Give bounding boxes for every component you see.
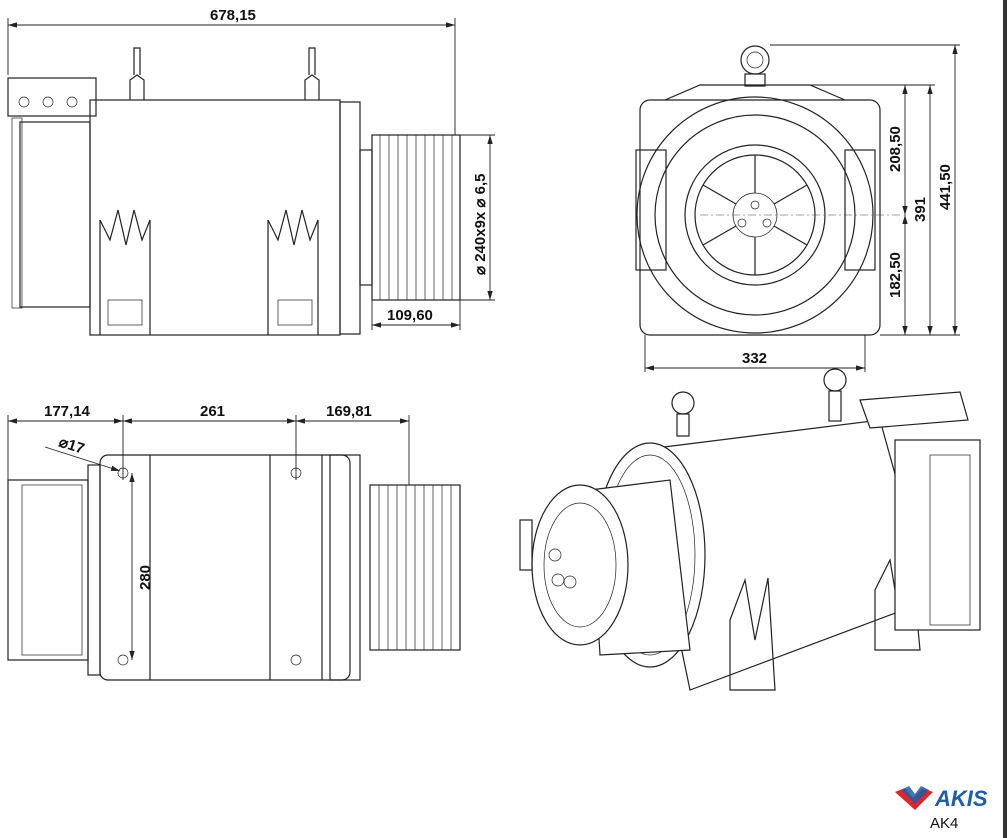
model-label: AK4	[930, 815, 959, 832]
dim-hole-span: 280	[137, 565, 154, 590]
dim-total-height: 391	[912, 197, 929, 222]
dim-hole-diameter: ⌀17	[57, 434, 87, 458]
window-edge	[1003, 0, 1007, 838]
dim-left-offset: 177,14	[44, 403, 91, 420]
isometric-view	[519, 368, 981, 691]
dim-sheave-width: 109,60	[387, 307, 433, 324]
dim-hole-spacing: 261	[200, 403, 225, 420]
akis-logo: AKIS	[895, 786, 988, 811]
front-view: 208,50 182,50 391 441,50 332	[635, 44, 960, 372]
logo-text: AKIS	[934, 786, 988, 811]
dim-overall-height: 441,50	[937, 164, 954, 210]
dim-sheave-spec: ⌀ 240x9x ⌀ 6,5	[472, 174, 489, 275]
top-view: 177,14 261 169,81 ⌀17 280	[7, 403, 461, 681]
dim-upper-height: 208,50	[887, 126, 904, 172]
dim-right-offset: 169,81	[326, 403, 372, 420]
dim-width: 332	[742, 350, 767, 367]
dim-overall-length: 678,15	[210, 7, 256, 24]
side-view: 678,15 ⌀ 240x9x ⌀ 6,5 109,60	[7, 7, 495, 336]
dim-lower-height: 182,50	[887, 252, 904, 298]
